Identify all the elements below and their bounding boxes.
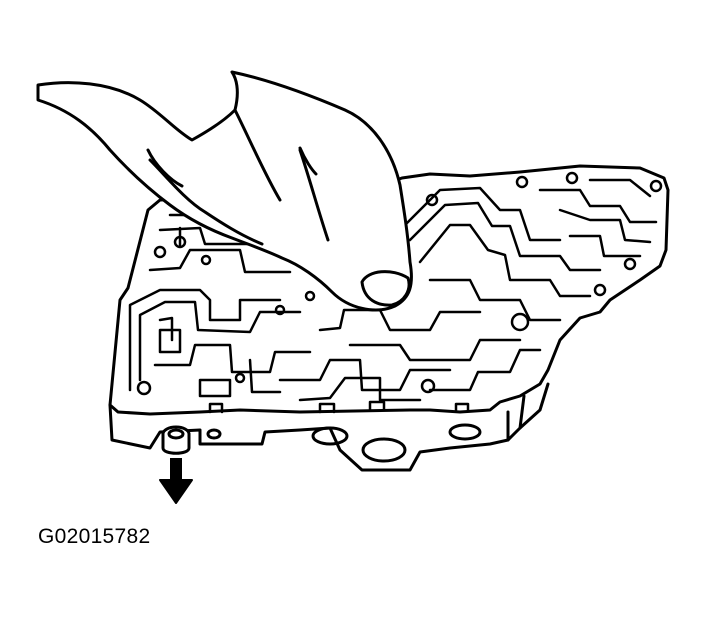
port-right [448, 423, 482, 441]
front-ports [206, 423, 482, 463]
plate-holes [136, 171, 663, 396]
down-arrow-icon [159, 458, 193, 504]
finger-crease [233, 108, 330, 242]
port-left [311, 426, 349, 446]
plug-icon [161, 425, 191, 455]
fluid-channels [128, 178, 658, 402]
figure-id-label: G02015782 [38, 525, 151, 548]
thumb-outline [148, 158, 264, 246]
hand-illustration [36, 70, 413, 312]
plate-front-right [506, 394, 526, 442]
plate-tabs [208, 400, 470, 414]
hand-palm [36, 70, 413, 312]
fingernail [360, 270, 411, 307]
knuckle-line [146, 146, 318, 188]
port-center [361, 437, 407, 463]
port-small [206, 428, 222, 440]
